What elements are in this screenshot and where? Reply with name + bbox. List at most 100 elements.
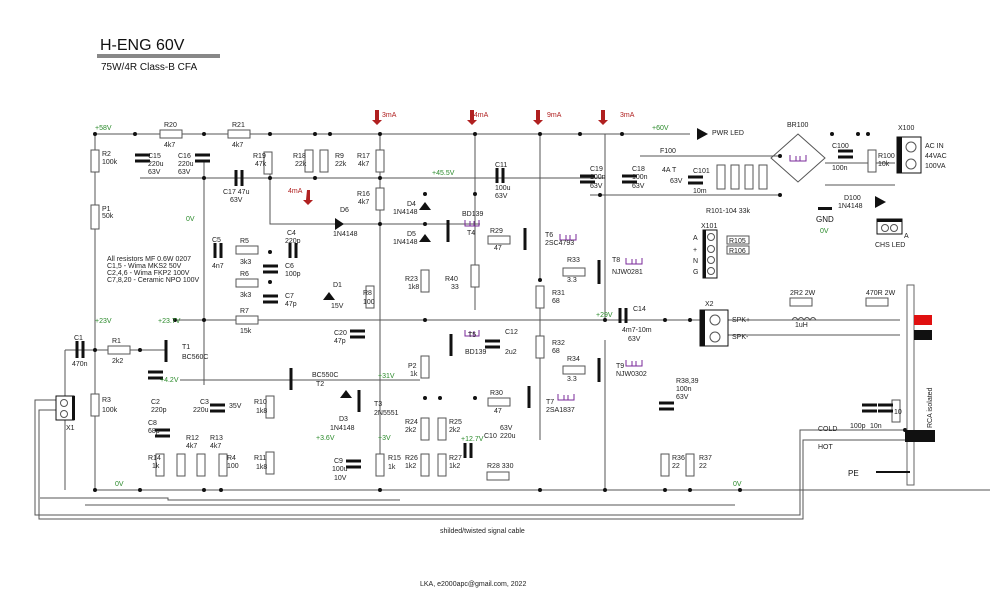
label-r34: R34 [567, 356, 580, 363]
value-r33: 3.3 [567, 277, 577, 284]
resistor-r12 [176, 453, 186, 477]
ac-va-label: 100VA [925, 163, 946, 170]
label-r16: R16 [357, 191, 370, 198]
speaker-jack-red [914, 315, 932, 325]
label-c100: C100 [832, 143, 849, 150]
label-t2: T2 [316, 381, 324, 388]
junction-dot [866, 132, 870, 136]
value-r20: 4k7 [164, 142, 175, 149]
voltage-c16: 63V [178, 169, 191, 176]
value-c12: 2u2 [505, 349, 517, 356]
junction-dot [202, 488, 206, 492]
resistor-r6 [235, 278, 259, 288]
resistor-p2 [420, 355, 430, 379]
junction-dot [138, 488, 142, 492]
label-d5: D5 [407, 231, 416, 238]
heatsink-marks [464, 155, 807, 401]
label-r21: R21 [232, 122, 245, 129]
value-r36: 22 [672, 463, 680, 470]
resistor-r2 [90, 149, 100, 173]
resistor-r31 [535, 285, 545, 309]
label-p2: P2 [408, 363, 417, 370]
resistor-p1 [90, 204, 100, 230]
value-r5: 3k3 [240, 259, 251, 266]
resistor-r40 [470, 264, 480, 288]
junction-dot [138, 348, 142, 352]
x101-pin-g: G [693, 269, 698, 276]
junction-dot [663, 318, 667, 322]
note-1: All resistors MF 0.6W 0207 [107, 256, 191, 263]
value-r29: 47 [494, 245, 502, 252]
capacitor-symbols [75, 149, 893, 469]
label-t6: T6 [545, 232, 553, 239]
label-r4: R4 [227, 455, 236, 462]
ac-voltage-label: 44VAC [925, 153, 947, 160]
resistor-r13 [196, 453, 206, 477]
resistor-r9 [319, 149, 329, 173]
connectors [55, 136, 922, 421]
label-t4: T4 [467, 230, 475, 237]
schematic-title: H-ENG 60V [100, 37, 185, 54]
label-p1: P1 [102, 206, 111, 213]
value-r3: 100k [102, 407, 118, 414]
voltage-c18: 63V [632, 183, 645, 190]
resistor-r24 [420, 417, 430, 441]
junction-dot [473, 396, 477, 400]
hot-label: HOT [818, 444, 834, 451]
resistor-r102 [730, 164, 740, 190]
value-r9: 22k [335, 161, 347, 168]
resistor-r1 [107, 345, 131, 355]
value-c3: 220u [193, 407, 209, 414]
label-r101-104: R101-104 33k [706, 208, 750, 215]
voltage-r38-39: 63V [676, 394, 689, 401]
label-c17: C17 47u [223, 189, 250, 196]
resistor-r28 [486, 471, 510, 481]
label-r31: R31 [552, 290, 565, 297]
heatsink-t8-icon [625, 258, 643, 265]
value-r6: 3k3 [240, 292, 251, 299]
chs-led-label: CHS LED [875, 242, 905, 249]
junction-dot [328, 132, 332, 136]
value-r31: 68 [552, 298, 560, 305]
label-r13: R13 [210, 435, 223, 442]
value-r11: 1k8 [256, 464, 267, 471]
value-r38-39: 100n [676, 386, 692, 393]
label-d6: D6 [340, 207, 349, 214]
junction-dot [830, 132, 834, 136]
voltage-c101: 63V [670, 178, 683, 185]
diode-symbols [323, 128, 886, 398]
voltage-60v: +60V [652, 125, 669, 132]
label-r30: R30 [490, 390, 503, 397]
junction-dot [423, 318, 427, 322]
value-r15: 1k [388, 464, 396, 471]
label-c20: C20 [334, 330, 347, 337]
label-d100: D100 [844, 195, 861, 202]
voltage-c10: 63V [500, 425, 513, 432]
junction-dot [219, 488, 223, 492]
junction-dot [778, 154, 782, 158]
label-r12: R12 [186, 435, 199, 442]
label-x101: X101 [701, 223, 717, 230]
current-3ma-2: 3mA [620, 112, 635, 119]
label-r23: R23 [405, 276, 418, 283]
value-d3: 1N4148 [330, 425, 355, 432]
label-r15: R15 [388, 455, 401, 462]
pwr-led-icon [697, 128, 708, 140]
current-3ma-1: 3mA [382, 112, 397, 119]
value-c19: 100n [590, 174, 606, 181]
junction-dot [620, 132, 624, 136]
note-3: C2,4,6 - Wima FKP2 100V [107, 270, 190, 277]
value-r40: 33 [451, 284, 459, 291]
transistor-symbols [164, 220, 601, 412]
label-f100: F100 [660, 148, 676, 155]
resistor-r20 [159, 129, 183, 139]
part-t3: 2N5551 [374, 410, 399, 417]
junction-dot [378, 222, 382, 226]
resistor-r18 [304, 149, 314, 173]
heatsink-t6-icon [559, 234, 577, 241]
part-t8: NJW0281 [612, 269, 643, 276]
value-p2: 1k [410, 371, 418, 378]
gnd-label: GND [816, 215, 834, 224]
junction-dot [473, 132, 477, 136]
junction-dot [598, 193, 602, 197]
